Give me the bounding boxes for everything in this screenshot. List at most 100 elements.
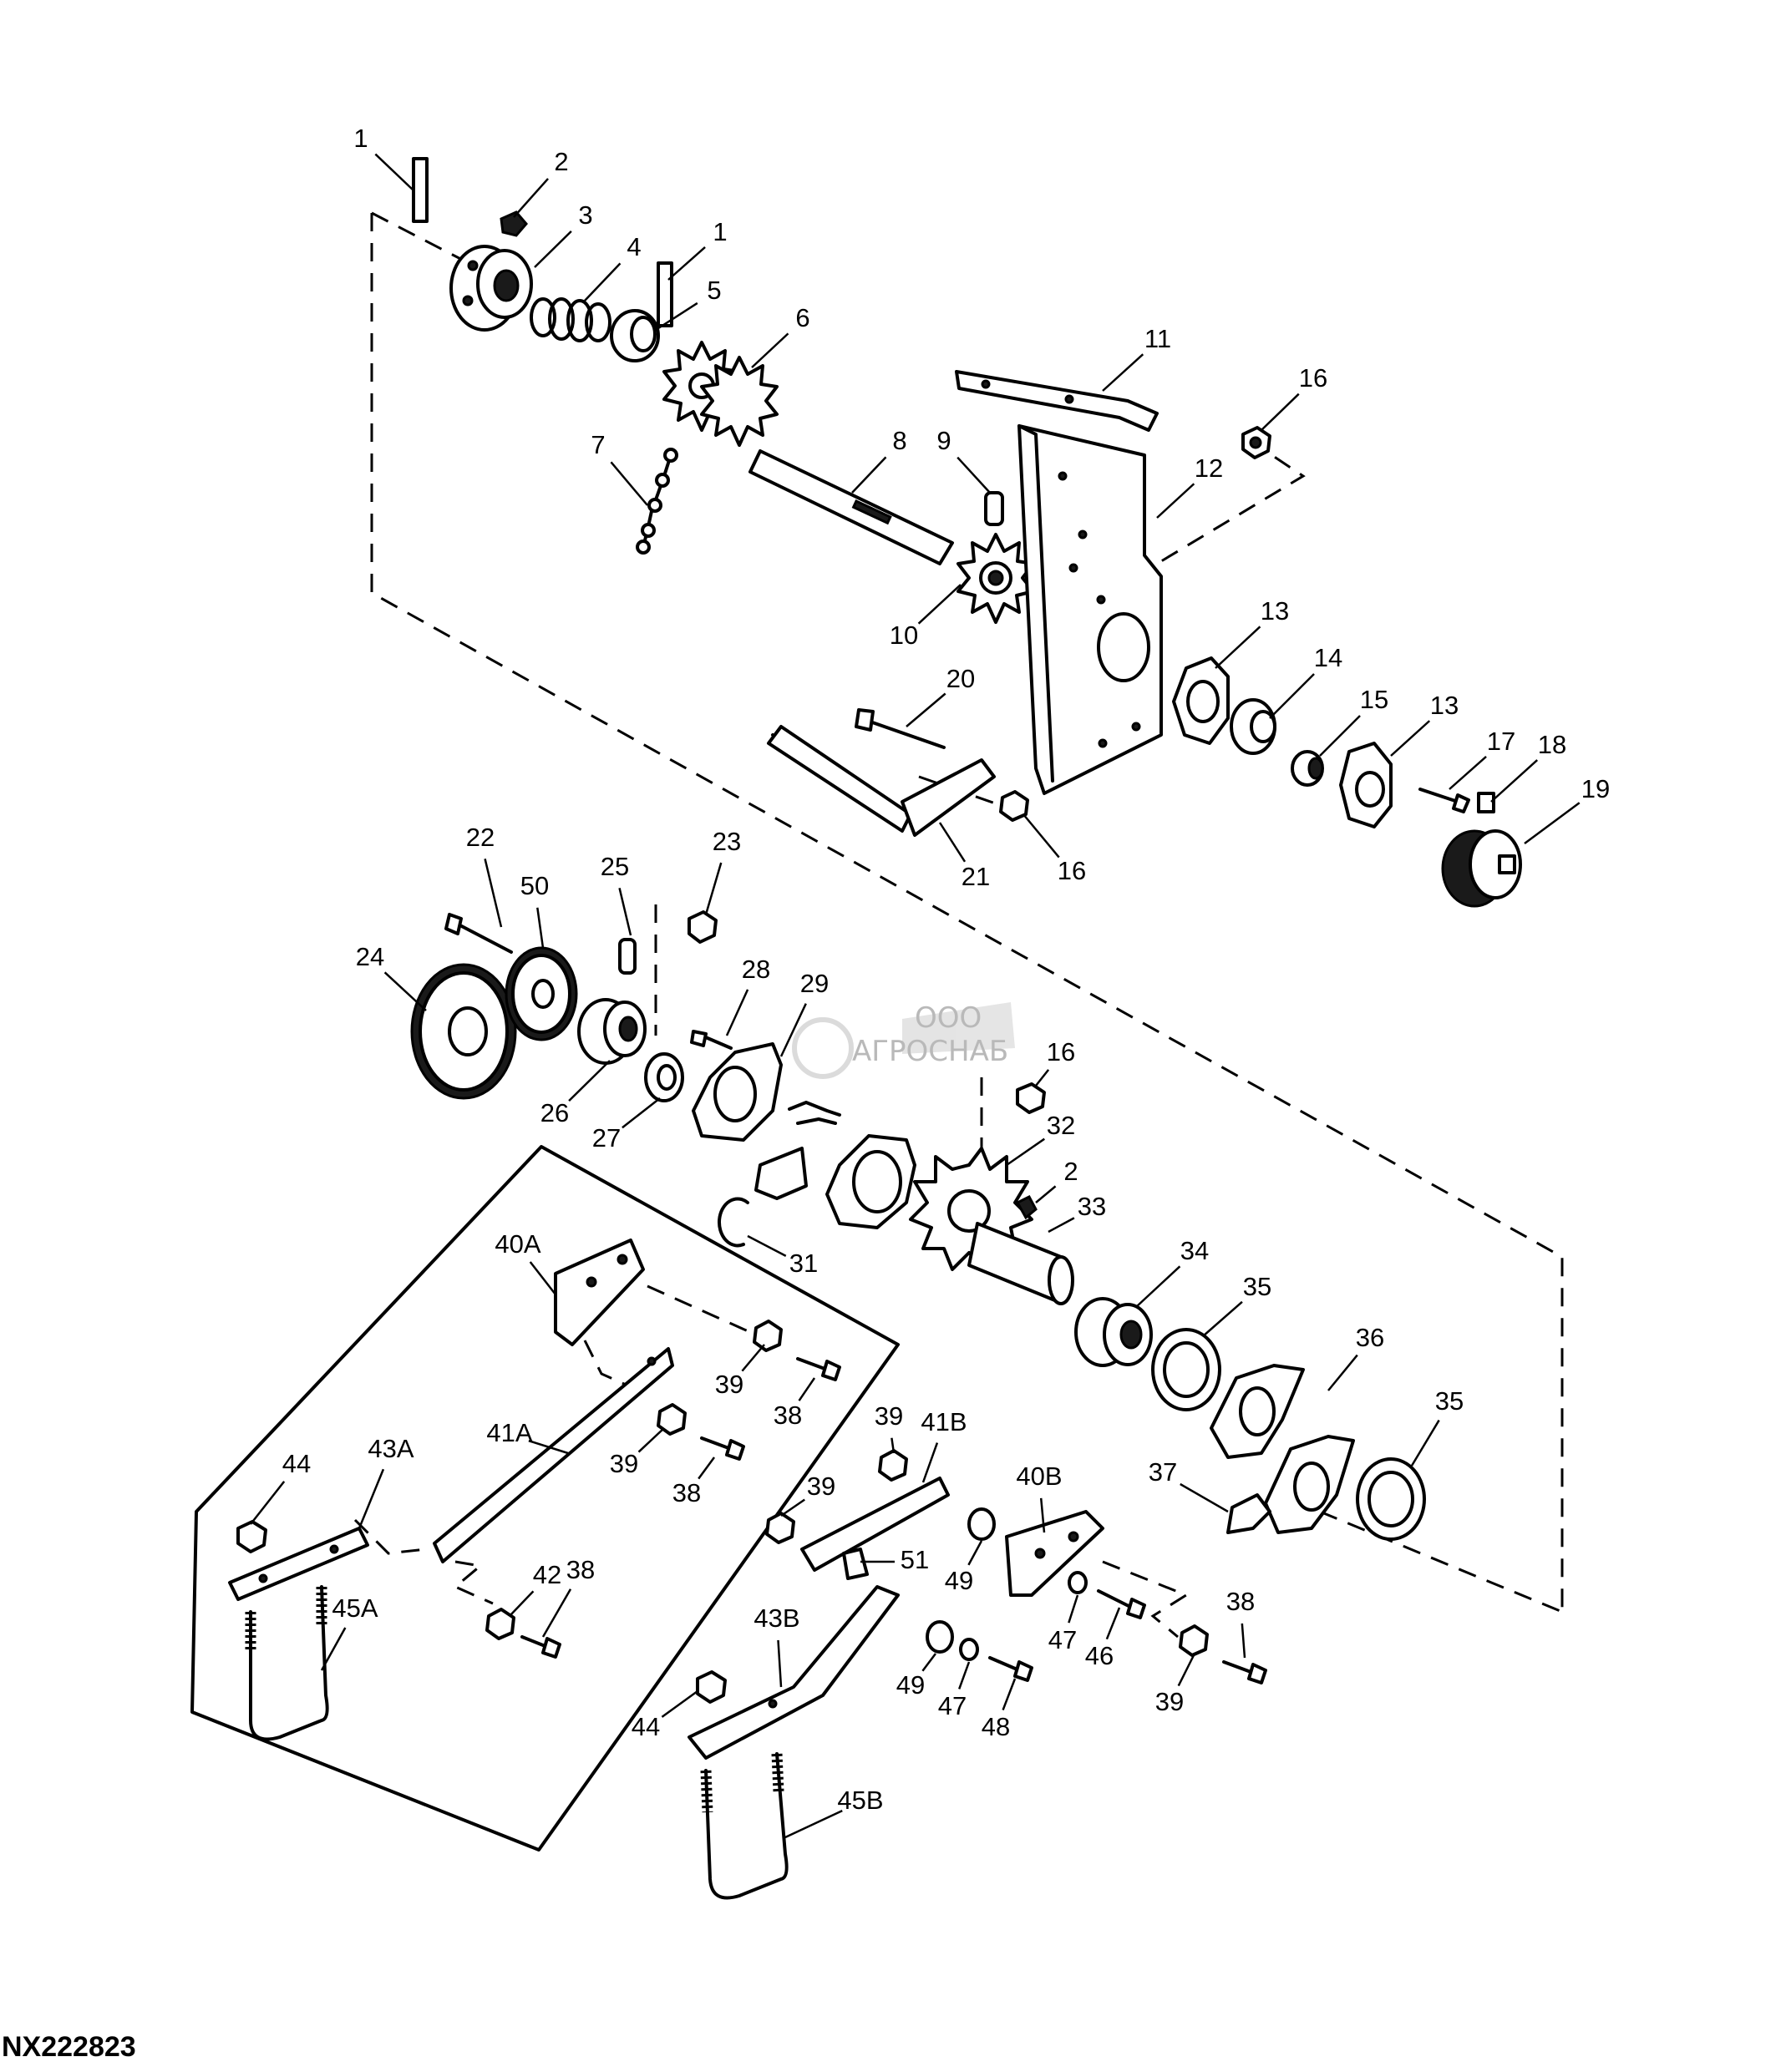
leader-line-c13a [1215, 626, 1261, 669]
leader-line-c45A [320, 1627, 347, 1671]
leader-line-c16b [1022, 813, 1060, 859]
leader-line-c49b [921, 1653, 937, 1672]
callout-label-c26: 26 [540, 1098, 569, 1127]
callout-label-c23: 23 [713, 827, 741, 856]
part-10-sprocket [957, 533, 1035, 624]
part-48-bolt [988, 1656, 1033, 1682]
part-25-key [618, 938, 637, 975]
callout-label-c21: 21 [962, 862, 990, 891]
leader-line-c10 [917, 584, 962, 625]
callout-label-c49a: 49 [945, 1566, 973, 1595]
callout-label-c49b: 49 [896, 1670, 925, 1700]
callout-label-c18: 18 [1538, 730, 1566, 759]
leader-line-c38c [541, 1588, 572, 1638]
part-42-nut [485, 1608, 515, 1640]
mount-kit-a-frame [190, 1145, 900, 1852]
callout-label-c43B: 43B [754, 1603, 799, 1633]
part-43A-angle [228, 1527, 369, 1601]
part-47-washer-a [1068, 1571, 1088, 1594]
callout-label-c42: 42 [533, 1560, 561, 1589]
assembly-outline-40B [1102, 1560, 1190, 1639]
callout-label-c32: 32 [1047, 1111, 1075, 1140]
part-49-spacer-a [967, 1507, 996, 1541]
leader-line-c43A [358, 1468, 385, 1529]
part-2-grease-fitting-lower [1015, 1195, 1038, 1220]
leader-line-c1b [667, 246, 706, 281]
part-19-pulley [1441, 829, 1522, 908]
part-38-bolt-a1 [796, 1357, 841, 1381]
part-29-flange-plate [692, 1042, 783, 1142]
leader-line-c6 [751, 332, 789, 368]
watermark-small-text: ООО [915, 1001, 982, 1035]
part-1-pin-second [657, 261, 673, 327]
leader-line-c41B [921, 1442, 939, 1483]
callout-label-c38a: 38 [774, 1401, 802, 1430]
part-40A-plate [554, 1239, 645, 1346]
part-39-nut-b2 [765, 1512, 795, 1544]
part-8-shaft [748, 449, 954, 565]
part-13-flange-b [1339, 742, 1393, 828]
part-41B-bar [800, 1477, 950, 1572]
leader-line-c40A [529, 1261, 556, 1295]
leader-line-c19 [1524, 802, 1581, 845]
part-46-bolt [1097, 1589, 1146, 1619]
leader-line-c35b [1410, 1419, 1440, 1467]
leader-line-c39b [637, 1427, 665, 1453]
leader-line-c39c [891, 1437, 896, 1454]
part-16-nut-upper [1241, 426, 1271, 459]
callout-label-c3: 3 [578, 200, 592, 230]
leader-line-c28 [725, 989, 749, 1036]
leader-line-c44b [661, 1690, 698, 1718]
leader-line-c32 [1006, 1137, 1045, 1167]
leader-line-c49a [967, 1540, 983, 1566]
callout-label-c41A: 41A [486, 1418, 532, 1447]
leader-line-c9 [957, 456, 991, 494]
callout-label-c48: 48 [982, 1712, 1010, 1741]
part-34-hub [1074, 1297, 1153, 1367]
assembly-outline-43A [353, 1518, 427, 1555]
callout-label-c43A: 43A [368, 1434, 414, 1463]
callout-label-c31: 31 [789, 1249, 818, 1278]
part-22-bolt [444, 913, 513, 954]
leader-line-c21 [938, 822, 967, 863]
part-45B-u-bolt [700, 1752, 789, 1900]
part-27-washer [644, 1052, 684, 1102]
leader-line-c2a [513, 178, 549, 218]
leader-line-c12 [1156, 483, 1195, 519]
part-16-nut-mid [999, 790, 1029, 822]
leader-line-c2b [1035, 1185, 1057, 1203]
assembly-outline-40A [647, 1284, 769, 1342]
leader-line-c44a [250, 1481, 286, 1525]
callout-label-c36: 36 [1356, 1323, 1384, 1352]
part-18-set-screw [1477, 792, 1495, 813]
leader-line-c39e [1177, 1653, 1196, 1687]
leader-line-c8 [851, 456, 887, 494]
leader-line-c37 [1180, 1482, 1229, 1513]
assembly-outline-42 [453, 1560, 494, 1605]
callout-label-c11: 11 [1144, 324, 1171, 353]
part-44-nut-b [696, 1670, 727, 1704]
leader-line-c17 [1449, 755, 1487, 790]
callout-label-c16c: 16 [1047, 1037, 1075, 1066]
leader-line-c16c [1035, 1069, 1050, 1087]
callout-label-c38b: 38 [672, 1478, 701, 1507]
callout-label-c25: 25 [601, 852, 629, 881]
callout-label-c1a: 1 [353, 124, 368, 153]
assembly-outline-right-bottom [1319, 1510, 1563, 1614]
callout-label-c5: 5 [707, 276, 721, 305]
part-16-nut-lower [1016, 1082, 1046, 1114]
part-35-washer-b [1356, 1457, 1426, 1541]
part-2-grease-fitting-top [500, 210, 528, 237]
part-45A-u-bolt [245, 1585, 329, 1741]
leader-line-c26 [568, 1060, 611, 1102]
leader-line-c38d [1241, 1623, 1246, 1659]
callout-label-c9: 9 [936, 426, 951, 455]
callout-label-c35b: 35 [1435, 1386, 1464, 1416]
leader-line-c7 [610, 461, 648, 506]
leader-line-c25 [618, 888, 632, 936]
part-38-bolt-a3 [520, 1635, 561, 1659]
callout-label-c24: 24 [356, 942, 384, 971]
callout-label-c39a: 39 [715, 1370, 743, 1399]
part-13-flange-a [1172, 656, 1230, 745]
